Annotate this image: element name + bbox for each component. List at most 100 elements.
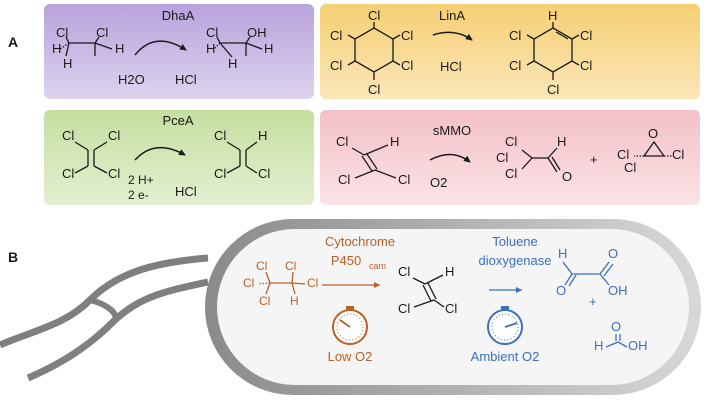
- cell-cytoplasm: [217, 229, 689, 385]
- dhaa-cosubstrate-label: H2O: [118, 72, 145, 87]
- smmo-product2-atom: Cl: [624, 160, 636, 175]
- toluene-dioxygenase-name-line2: dioxygenase: [479, 253, 552, 268]
- formate-atom: OH: [628, 338, 648, 353]
- panel-b-plus-sign: +: [589, 294, 597, 309]
- smmo-substrate-atom: Cl: [338, 172, 350, 187]
- pcea-substrate-atom: Cl: [62, 128, 74, 143]
- smmo-product1-atom: Cl: [505, 134, 517, 149]
- low-o2-gauge-icon: [332, 306, 368, 345]
- smmo-enzyme-label: sMMO: [433, 123, 471, 138]
- smmo-cosubstrate-label: O2: [430, 175, 447, 190]
- dhaa-reaction-arrow: [134, 40, 187, 56]
- pcea-product-atom: Cl: [214, 166, 226, 181]
- pcea-cosubstrate-electrons: 2 e-: [128, 188, 149, 202]
- smmo-substrate-atom: H: [390, 134, 399, 149]
- pcea-reaction-arrow: [134, 146, 186, 161]
- smmo-product2-atom: O: [648, 126, 658, 141]
- smmo-product1-atom: Cl: [496, 150, 508, 165]
- dhaa-byproduct-label: HCl: [175, 72, 197, 87]
- dhaa-enzyme-label: DhaA: [162, 8, 195, 23]
- p450-substrate-atom: Cl: [307, 276, 318, 290]
- smmo-product1-structure: Cl Cl Cl H O: [496, 134, 572, 184]
- formate-atom: H: [594, 338, 603, 353]
- dhaa-substrate-atom: H: [52, 41, 61, 56]
- smmo-reaction-panel: sMMO Cl H Cl Cl O2 Cl Cl Cl H O: [320, 110, 700, 205]
- p450-name-line2: P450: [331, 253, 361, 268]
- pcea-product-structure: Cl H Cl Cl: [214, 128, 270, 181]
- glyoxylate-atom: O: [608, 246, 618, 261]
- lina-substrate-atom: Cl: [401, 58, 413, 73]
- lina-product-structure: H Cl Cl Cl Cl Cl: [509, 8, 592, 97]
- pcea-product-atom: H: [258, 128, 267, 143]
- smmo-substrate-structure: Cl H Cl Cl: [336, 134, 410, 187]
- glyoxylate-atom: O: [556, 283, 566, 298]
- intermediate-atom: Cl: [398, 301, 410, 316]
- p450-substrate-atom: Cl: [259, 294, 270, 308]
- formate-atom: O: [611, 319, 621, 334]
- intermediate-atom: Cl: [445, 301, 457, 316]
- dhaa-substrate-atom: Cl: [96, 25, 108, 40]
- smmo-substrate-atom: Cl: [398, 172, 410, 187]
- p450-substrate-atom: Cl: [243, 276, 254, 290]
- intermediate-structure: Cl H Cl Cl: [398, 264, 457, 316]
- smmo-product2-atom: Cl: [617, 147, 629, 162]
- p450-substrate-atom: Cl: [256, 259, 267, 273]
- dhaa-product-atom: OH: [247, 25, 267, 40]
- p450-substrate-atom: H: [290, 294, 299, 308]
- lina-product-atom: Cl: [580, 28, 592, 43]
- pcea-reaction-panel: PceA Cl Cl Cl Cl 2 H+ 2 e- HCl Cl H Cl C…: [44, 110, 314, 205]
- smmo-product1-atom: O: [562, 169, 572, 184]
- pcea-product-atom: Cl: [214, 128, 226, 143]
- smmo-product1-atom: Cl: [505, 166, 517, 181]
- dhaa-product-atom: H: [206, 41, 215, 56]
- lina-substrate-atom: Cl: [330, 58, 342, 73]
- smmo-reaction-arrow: [429, 153, 471, 163]
- smmo-product2-structure: O Cl Cl Cl: [617, 126, 684, 175]
- ambient-o2-gauge-icon: [487, 306, 523, 345]
- dhaa-substrate-atom: H: [63, 56, 72, 71]
- toluene-dioxygenase-name-line1: Toluene: [492, 234, 538, 249]
- intermediate-atom: Cl: [398, 264, 410, 279]
- panel-a-label: A: [8, 34, 18, 50]
- lina-reaction-arrow: [432, 31, 473, 41]
- p450-substrate-structure: Cl Cl Cl Cl Cl H: [243, 259, 318, 308]
- dhaa-product-atom: Cl: [206, 25, 218, 40]
- ambient-o2-label: Ambient O2: [471, 349, 540, 364]
- dhaa-reaction-panel: DhaA Cl Cl H H H H2O HCl Cl OH H H H: [44, 4, 314, 99]
- lina-background: [320, 4, 700, 99]
- intermediate-atom: H: [445, 264, 454, 279]
- lina-substrate-atom: Cl: [401, 28, 413, 43]
- lina-substrate-atom: Cl: [368, 8, 380, 23]
- glyoxylate-atom: OH: [608, 283, 628, 298]
- dhaa-product-structure: Cl OH H H H: [206, 25, 273, 71]
- glyoxylate-atom: H: [558, 246, 567, 261]
- smmo-product2-atom: Cl: [672, 147, 684, 162]
- lina-substrate-atom: Cl: [368, 82, 380, 97]
- formate-structure: O H OH: [594, 319, 648, 353]
- dhaa-background: [44, 4, 314, 99]
- dhaa-substrate-structure: Cl Cl H H H: [52, 25, 124, 71]
- lina-product-atom: Cl: [509, 58, 521, 73]
- p450-substrate-atom: Cl: [285, 259, 296, 273]
- lina-substrate-atom: Cl: [330, 28, 342, 43]
- pcea-substrate-structure: Cl Cl Cl Cl: [62, 128, 120, 181]
- bacterium-flagellum: [0, 254, 209, 382]
- dhaa-product-atom: H: [228, 56, 237, 71]
- pcea-substrate-atom: Cl: [62, 166, 74, 181]
- dhaa-substrate-atom: H: [115, 41, 124, 56]
- pcea-enzyme-label: PceA: [162, 113, 193, 128]
- pcea-substrate-atom: Cl: [108, 166, 120, 181]
- pcea-byproduct-label: HCl: [175, 184, 197, 199]
- lina-reaction-panel: LinA Cl Cl Cl Cl Cl Cl HCl: [320, 4, 700, 99]
- lina-enzyme-label: LinA: [439, 8, 465, 23]
- dhaa-substrate-atom: Cl: [56, 25, 68, 40]
- dhaa-product-atom: H: [264, 41, 273, 56]
- pcea-product-atom: Cl: [258, 166, 270, 181]
- low-o2-label: Low O2: [328, 349, 373, 364]
- p450-name-line1: Cytochrome: [325, 234, 395, 249]
- lina-product-atom: Cl: [580, 58, 592, 73]
- pcea-substrate-atom: Cl: [108, 128, 120, 143]
- smmo-plus-sign: +: [590, 152, 598, 167]
- p450-name-subscript: cam: [369, 261, 386, 271]
